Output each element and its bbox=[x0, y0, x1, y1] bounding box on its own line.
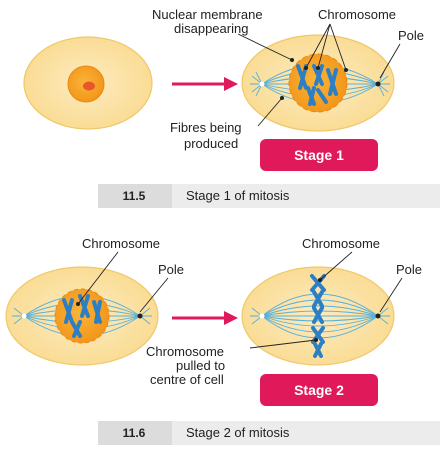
stage1-cell bbox=[241, 34, 395, 132]
label-pulled-line2: pulled to bbox=[176, 358, 225, 373]
label-pole-left: Pole bbox=[158, 262, 184, 277]
figure-1: Nuclear membrane disappearing Chromosome… bbox=[23, 7, 440, 208]
leader-lines-1 bbox=[237, 23, 401, 127]
arrow-2 bbox=[172, 311, 238, 325]
figure-2: Chromosome Pole Chromosome Pole Chromoso… bbox=[5, 236, 440, 445]
caption-2-text: Stage 2 of mitosis bbox=[186, 425, 290, 440]
label-chromosome-right: Chromosome bbox=[302, 236, 380, 251]
interphase-cell bbox=[23, 36, 153, 130]
stage2-right-cell bbox=[241, 266, 395, 366]
leader-lines-2 bbox=[76, 251, 403, 349]
label-nuclear-membrane-line1: Nuclear membrane bbox=[152, 7, 263, 22]
label-fibres-line2: produced bbox=[184, 136, 238, 151]
label-fibres-line1: Fibres being bbox=[170, 120, 242, 135]
caption-1-number: 11.5 bbox=[123, 189, 146, 203]
chromosomes bbox=[296, 64, 338, 106]
pole-left bbox=[259, 81, 265, 87]
stage2-left-cell bbox=[5, 266, 159, 366]
stage2-badge: Stage 2 bbox=[260, 374, 378, 406]
caption-1-text: Stage 1 of mitosis bbox=[186, 188, 290, 203]
chromosomes-left bbox=[62, 294, 102, 338]
svg-text:Stage 2: Stage 2 bbox=[294, 382, 344, 398]
caption-1: 11.5 Stage 1 of mitosis bbox=[98, 184, 440, 208]
label-pulled-line1: Chromosome bbox=[146, 344, 224, 359]
label-pole: Pole bbox=[398, 28, 424, 43]
nucleolus bbox=[83, 81, 95, 91]
label-pulled-line3: centre of cell bbox=[150, 372, 224, 387]
pole-right bbox=[375, 81, 381, 87]
stage1-badge: Stage 1 bbox=[260, 139, 378, 171]
caption-2: 11.6 Stage 2 of mitosis bbox=[98, 421, 440, 445]
label-nuclear-membrane-line2: disappearing bbox=[174, 21, 248, 36]
label-chromosome: Chromosome bbox=[318, 7, 396, 22]
arrow-1 bbox=[172, 77, 238, 91]
label-chromosome-left: Chromosome bbox=[82, 236, 160, 251]
caption-2-number: 11.6 bbox=[123, 426, 146, 440]
chromosomes-aligned bbox=[310, 274, 326, 358]
svg-text:Stage 1: Stage 1 bbox=[294, 147, 344, 163]
label-pole-right: Pole bbox=[396, 262, 422, 277]
